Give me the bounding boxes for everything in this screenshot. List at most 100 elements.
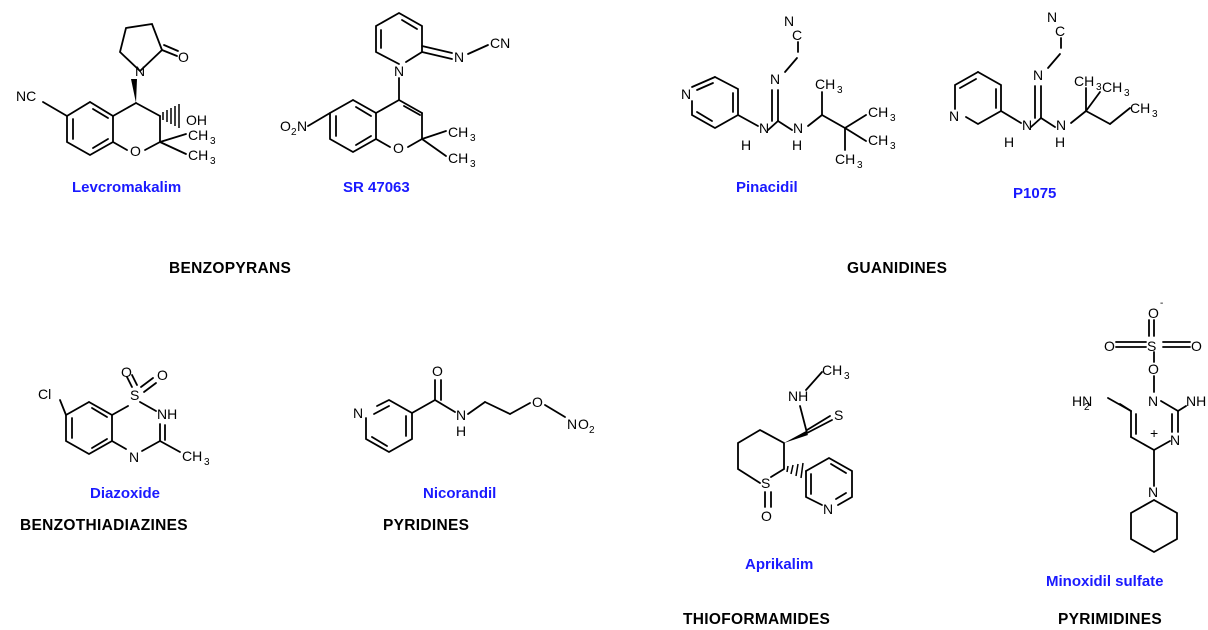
- atom-c: C: [792, 27, 802, 43]
- atom-sub: 3: [470, 159, 476, 170]
- atom-n: N: [1047, 9, 1057, 25]
- name-nicorandil: Nicorandil: [423, 485, 496, 502]
- atom-s: S: [761, 475, 770, 491]
- atom-n: N: [1022, 117, 1032, 133]
- atom-sub: 3: [204, 457, 210, 468]
- atom-o: O: [1191, 338, 1202, 354]
- name-levcromakalim: Levcromakalim: [72, 179, 181, 196]
- atom-s: S: [130, 387, 139, 403]
- name-pinacidil: Pinacidil: [736, 179, 798, 196]
- atom-ch: CH: [188, 147, 208, 163]
- atom-o: O: [1148, 305, 1159, 321]
- atom-o: O: [178, 49, 189, 65]
- atom-n: N: [784, 13, 794, 29]
- structure-pinacidil: N N H N H N C N CH 3 CH 3 CH 3 CH 3: [681, 13, 896, 171]
- atom-h: H: [1004, 134, 1014, 150]
- atom-oh: OH: [186, 112, 207, 128]
- atom-nh: NH: [788, 388, 808, 404]
- atom-hn: HN: [1072, 393, 1092, 409]
- class-benzopyrans: BENZOPYRANS: [169, 260, 291, 277]
- atom-sub: 3: [1096, 82, 1102, 93]
- atom-n: N: [454, 49, 464, 65]
- class-benzothiadiazines: BENZOTHIADIAZINES: [20, 517, 188, 534]
- atom-s: S: [1147, 338, 1156, 354]
- atom-o: O: [1148, 361, 1159, 377]
- atom-ch: CH: [868, 132, 888, 148]
- atom-sub: 3: [844, 371, 850, 382]
- atom-ch: CH: [1102, 79, 1122, 95]
- atom-sub: 3: [1152, 109, 1158, 120]
- atom-n: N: [1056, 117, 1066, 133]
- atom-s: S: [834, 407, 843, 423]
- atom-h: H: [1055, 134, 1065, 150]
- atom-n: N: [1148, 393, 1158, 409]
- atom-o: O: [1104, 338, 1115, 354]
- atom-sub: 3: [470, 133, 476, 144]
- atom-n: N: [135, 63, 145, 79]
- atom-o: O: [157, 367, 168, 383]
- atom-nc: NC: [16, 88, 36, 104]
- atom-sub: 3: [890, 141, 896, 152]
- name-aprikalim: Aprikalim: [745, 556, 813, 573]
- atom-o: O: [393, 140, 404, 156]
- atom-ch: CH: [188, 127, 208, 143]
- atom-c: C: [1055, 23, 1065, 39]
- structure-minoxidil-sulfate: O - O S O O N + HN 2 NH N N: [1072, 298, 1206, 554]
- atom-h: H: [741, 137, 751, 153]
- name-p1075: P1075: [1013, 185, 1056, 202]
- atom-o: O: [761, 508, 772, 524]
- name-diazoxide: Diazoxide: [90, 485, 160, 502]
- atom-ch: CH: [815, 76, 835, 92]
- atom-n: N: [394, 63, 404, 79]
- atom-n: N: [793, 120, 803, 136]
- atom-n: N: [456, 407, 466, 423]
- atom-cn: CN: [490, 35, 510, 51]
- atom-nh: NH: [1186, 393, 1206, 409]
- class-pyrimidines: PYRIMIDINES: [1058, 611, 1162, 628]
- name-sr47063: SR 47063: [343, 179, 410, 196]
- atom-sub: 3: [210, 156, 216, 167]
- atom-sub: 3: [837, 85, 843, 96]
- atom-sub: 3: [210, 136, 216, 147]
- atom-n: N: [129, 449, 139, 465]
- atom-ch: CH: [835, 151, 855, 167]
- atom-n: N: [1148, 484, 1158, 500]
- atom-charge: -: [1160, 298, 1163, 309]
- atom-o: O: [532, 394, 543, 410]
- atom-ch: CH: [448, 150, 468, 166]
- structure-nicorandil: N O N H O N O 2: [353, 363, 595, 454]
- atom-charge: +: [1150, 425, 1158, 441]
- atom-sub: 3: [857, 160, 863, 171]
- atom-sub: 3: [890, 113, 896, 124]
- atom-ch: CH: [822, 362, 842, 378]
- atom-ch: CH: [1074, 73, 1094, 89]
- atom-ch: CH: [1130, 100, 1150, 116]
- structure-sr47063: N N CN O 2 N O CH 3 CH 3: [280, 11, 510, 170]
- atom-n: N: [353, 405, 363, 421]
- atom-n: N: [823, 501, 833, 517]
- atom-n: N: [1170, 432, 1180, 448]
- atom-o: O: [130, 143, 141, 159]
- atom-h: H: [456, 423, 466, 439]
- atom-o: O: [578, 416, 589, 432]
- atom-sub: 3: [1124, 88, 1130, 99]
- atom-o: O: [432, 363, 443, 379]
- atom-h: H: [792, 137, 802, 153]
- name-minoxidil-sulfate: Minoxidil sulfate: [1046, 573, 1164, 590]
- atom-n: N: [1033, 67, 1043, 83]
- atom-sub: 2: [589, 425, 595, 436]
- structure-aprikalim: S O S NH CH 3 N: [737, 362, 853, 524]
- structure-p1075: N N H N H N C N CH 3 CH 3 CH 3: [949, 9, 1158, 150]
- atom-ch: CH: [448, 124, 468, 140]
- structure-diazoxide: Cl S O O NH N CH 3: [38, 364, 210, 468]
- atom-ch: CH: [868, 104, 888, 120]
- class-pyridines: PYRIDINES: [383, 517, 469, 534]
- atom-sub: 2: [291, 127, 297, 138]
- class-guanidines: GUANIDINES: [847, 260, 947, 277]
- atom-n: N: [759, 120, 769, 136]
- atom-cl: Cl: [38, 386, 51, 402]
- atom-ch: CH: [182, 448, 202, 464]
- atom-n: N: [949, 108, 959, 124]
